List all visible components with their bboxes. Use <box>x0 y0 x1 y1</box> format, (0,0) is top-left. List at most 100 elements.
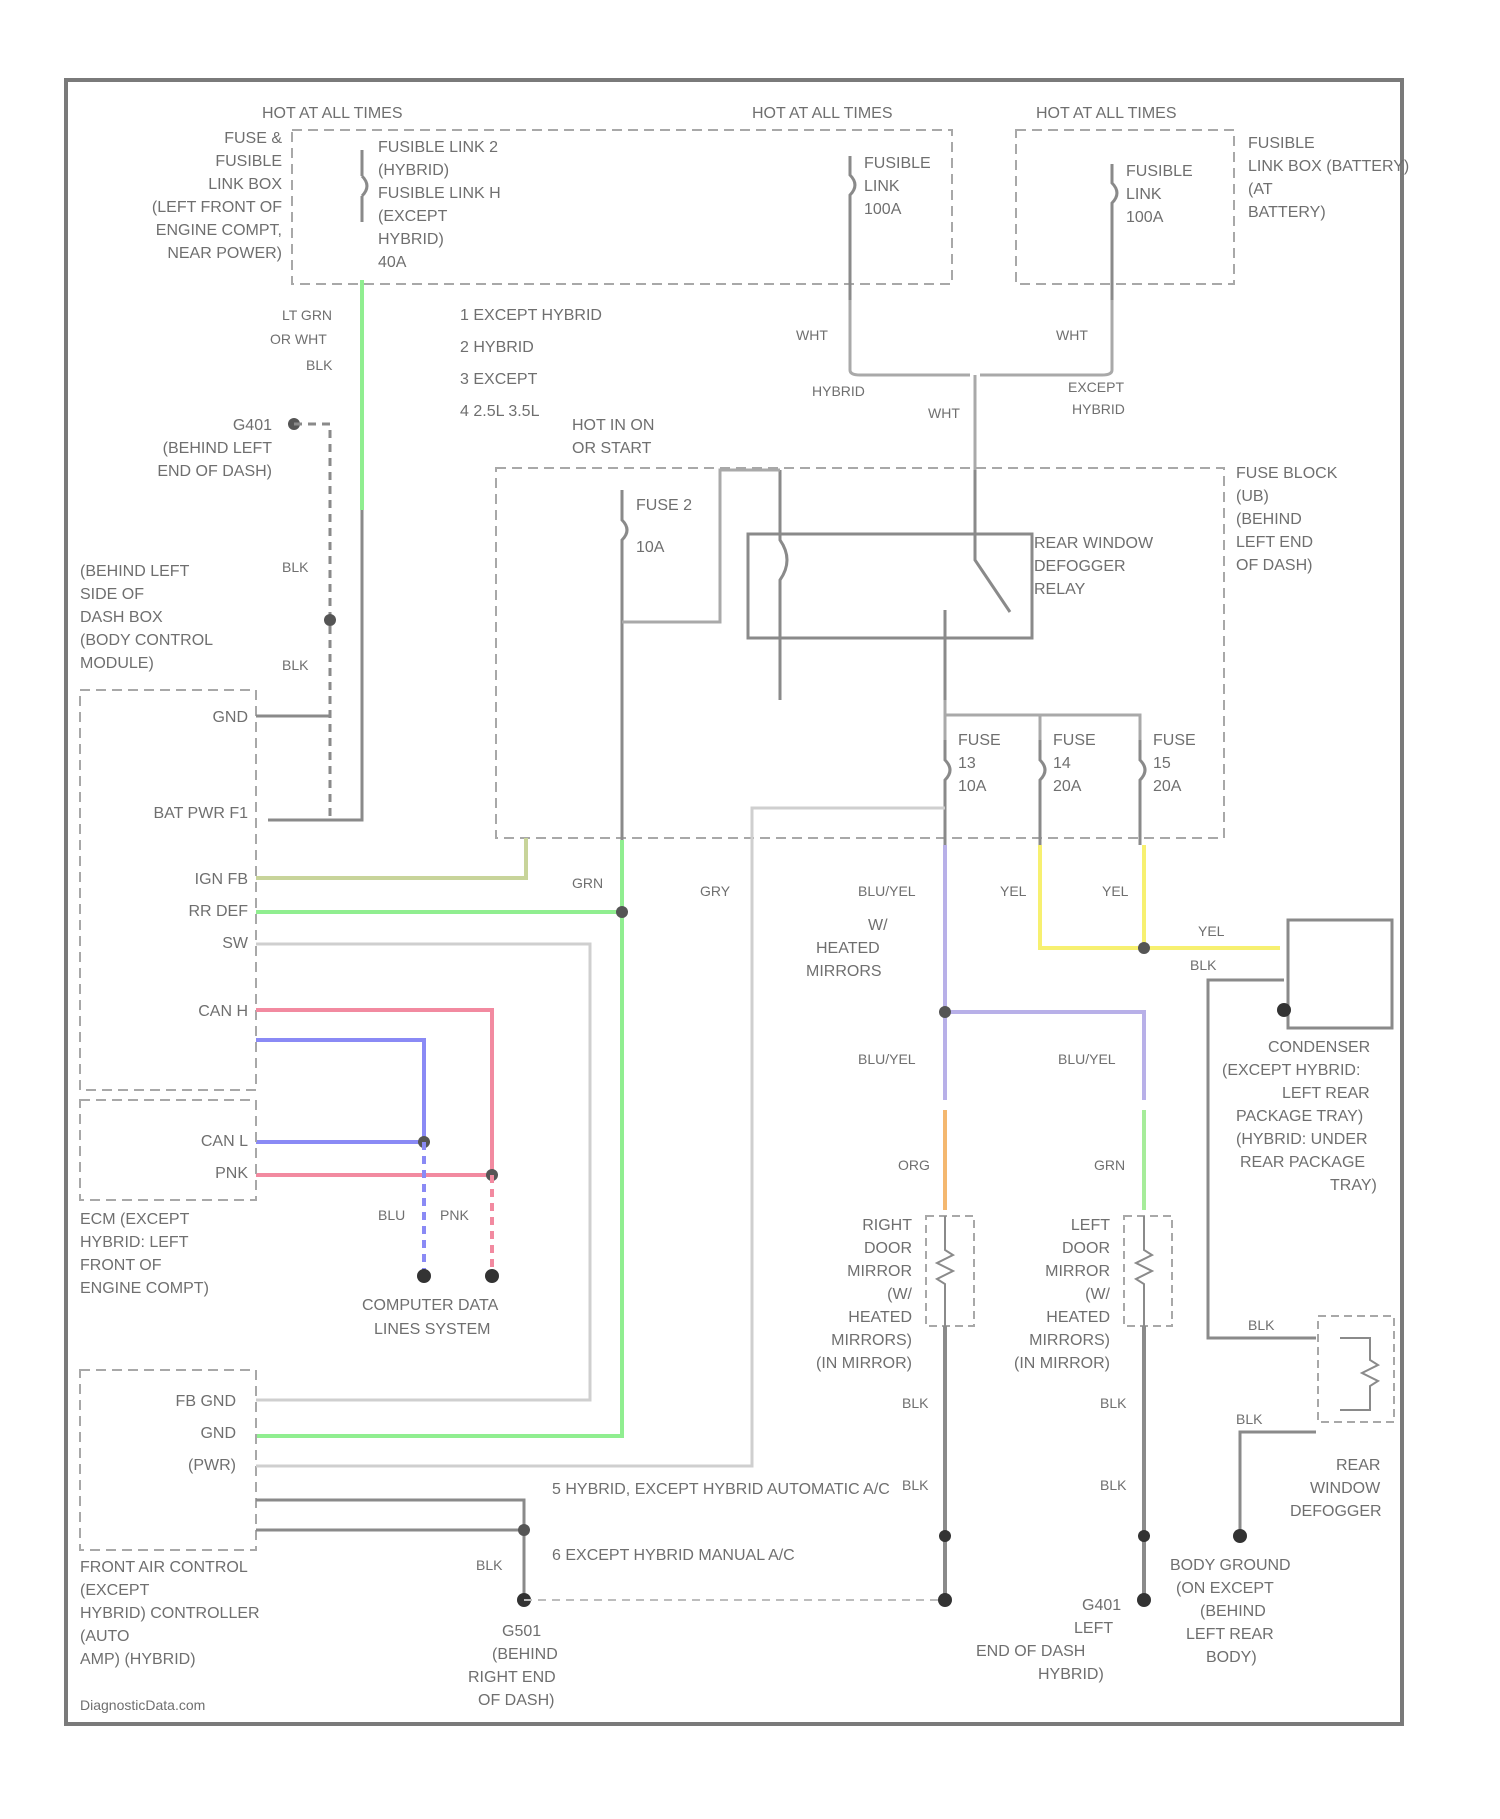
fac-line: (EXCEPT <box>80 1582 150 1599</box>
wire-label-blk: BLK <box>282 657 309 673</box>
fuse-block-line: (BEHIND <box>1236 511 1302 528</box>
wire-label-wht: WHT <box>796 327 828 343</box>
junction <box>417 1269 431 1283</box>
fuse-block-line: (UB) <box>1236 488 1269 505</box>
note-6: 6 EXCEPT HYBRID MANUAL A/C <box>552 1547 795 1564</box>
right-mirror-caption: RIGHT DOOR MIRROR (W/ HEATED MIRRORS) (I… <box>816 1217 913 1372</box>
wire-label-blk: BLK <box>902 1395 929 1411</box>
g501-line: RIGHT END <box>468 1669 556 1686</box>
fuse-14-rating: 20A <box>1053 778 1082 795</box>
fuse-2-label: FUSE 2 <box>636 497 692 514</box>
junction <box>518 1524 530 1536</box>
body-ground-symbol <box>1233 1529 1247 1543</box>
ground-symbol <box>938 1593 952 1607</box>
fac-line: AMP) (HYBRID) <box>80 1651 196 1668</box>
fuse-2-symbol <box>622 490 627 840</box>
g401b-line: HYBRID) <box>1038 1666 1104 1683</box>
except-hybrid-label: HYBRID <box>1072 401 1125 417</box>
left-mirror-line: (IN MIRROR) <box>1014 1355 1110 1372</box>
fuse-14-number: 14 <box>1053 755 1071 772</box>
battery-box-line: FUSIBLE <box>1248 135 1315 152</box>
fusible-link-2-line: FUSIBLE LINK H <box>378 185 501 202</box>
wire-label-blk: BLK <box>1248 1317 1275 1333</box>
battery-box-line: (AT <box>1248 181 1273 198</box>
wire-label-wht: WHT <box>1056 327 1088 343</box>
rear-window-defogger-outline <box>1318 1316 1394 1422</box>
wire-label-blk: BLK <box>1100 1395 1127 1411</box>
fuse-block-line: FUSE BLOCK <box>1236 465 1338 482</box>
wire-label-blu-yel: BLU/YEL <box>858 883 916 899</box>
hot-run-label: HOT IN ON OR START <box>572 417 654 457</box>
ecm-line: HYBRID: LEFT <box>80 1234 189 1251</box>
rear-window-defogger-element <box>1340 1338 1378 1410</box>
fuse-13-label: FUSE <box>958 732 1001 749</box>
left-mirror-line: DOOR <box>1062 1240 1110 1257</box>
g401-label: G401 (BEHIND LEFT END OF DASH) <box>157 417 272 480</box>
bcm-pin-bat: BAT PWR F1 <box>153 805 248 822</box>
watermark: DiagnosticData.com <box>80 1697 205 1713</box>
note-5: 5 HYBRID, EXCEPT HYBRID AUTOMATIC A/C <box>552 1481 890 1498</box>
legend-item: 3 EXCEPT <box>460 371 538 388</box>
fusible-link-2-symbol <box>362 150 367 222</box>
ecm-pin-pnk: PNK <box>215 1165 248 1182</box>
wire-can-h-pink <box>256 1010 492 1175</box>
wire-label-yel: YEL <box>1198 923 1225 939</box>
right-mirror-line: MIRRORS) <box>831 1332 912 1349</box>
g501-label: G501 (BEHIND RIGHT END OF DASH) <box>468 1623 558 1709</box>
relay-line: DEFOGGER <box>1034 558 1126 575</box>
body-ground-line: (BEHIND <box>1200 1603 1266 1620</box>
legend-item: 1 EXCEPT HYBRID <box>460 307 602 324</box>
g501-line: (BEHIND <box>492 1646 558 1663</box>
fusible-link-right-line: FUSIBLE <box>1126 163 1193 180</box>
wire-label-blu-yel: BLU/YEL <box>1058 1051 1116 1067</box>
body-ground-line: (ON EXCEPT <box>1176 1580 1274 1597</box>
fusible-link-mid-line: LINK <box>864 178 900 195</box>
fusible-link-right-line: 100A <box>1126 209 1164 226</box>
fusible-link-mid-line: FUSIBLE <box>864 155 931 172</box>
relay-line: RELAY <box>1034 581 1086 598</box>
g501-line: G501 <box>502 1623 541 1640</box>
condenser-line: CONDENSER <box>1268 1039 1370 1056</box>
bcm-line: (BEHIND LEFT <box>80 563 190 580</box>
hot-run-line: HOT IN ON <box>572 417 654 434</box>
hot-label-2: HOT AT ALL TIMES <box>752 105 893 122</box>
ecm-line: ECM (EXCEPT <box>80 1211 190 1228</box>
g501-line: OF DASH) <box>478 1692 554 1709</box>
fusible-box-caption-line: LINK BOX <box>208 176 282 193</box>
fuse-15-number: 15 <box>1153 755 1171 772</box>
junction <box>1138 942 1150 954</box>
hot-label-1: HOT AT ALL TIMES <box>262 105 403 122</box>
bcm-line: (BODY CONTROL <box>80 632 213 649</box>
legend-item: 2 HYBRID <box>460 339 534 356</box>
legend-item: 4 2.5L 3.5L <box>460 403 540 420</box>
wire-label-org: ORG <box>898 1157 930 1173</box>
battery-box-caption: FUSIBLE LINK BOX (BATTERY) (AT BATTERY) <box>1248 135 1409 221</box>
fusible-link-2-line: 40A <box>378 254 407 271</box>
heated-mirrors-line: HEATED <box>816 940 880 957</box>
fusible-link-mid-label: FUSIBLE LINK 100A <box>864 155 931 218</box>
right-mirror-heater-outline <box>926 1216 974 1326</box>
hot-label-3: HOT AT ALL TIMES <box>1036 105 1177 122</box>
junction <box>939 1006 951 1018</box>
except-hybrid-label: EXCEPT <box>1068 379 1124 395</box>
wire-label-blk: BLK <box>1190 957 1217 973</box>
fusible-box-caption-line: (LEFT FRONT OF <box>152 199 282 216</box>
junction <box>939 1530 951 1542</box>
condenser-caption: CONDENSER (EXCEPT HYBRID: LEFT REAR PACK… <box>1222 1039 1377 1194</box>
fusible-link-right-line: LINK <box>1126 186 1162 203</box>
wire-can-l-blue <box>256 1040 424 1142</box>
defogger-caption: REAR WINDOW DEFOGGER <box>1290 1457 1382 1520</box>
fusible-link-mid-line: 100A <box>864 201 902 218</box>
legend: 1 EXCEPT HYBRID 2 HYBRID 3 EXCEPT 4 2.5L… <box>460 307 602 420</box>
wire-label-pnk: PNK <box>440 1207 469 1223</box>
bcm-line: SIDE OF <box>80 586 144 603</box>
right-mirror-heater-element <box>937 1216 953 1326</box>
fusible-link-2-line: FUSIBLE LINK 2 <box>378 139 498 156</box>
wire-label-blk: BLK <box>902 1477 929 1493</box>
g401b-line: LEFT <box>1074 1620 1113 1637</box>
ecm-outline <box>80 1100 256 1200</box>
left-mirror-line: MIRROR <box>1045 1263 1110 1280</box>
wire-ign-fb <box>256 838 526 878</box>
bcm-pin-rrdef: RR DEF <box>188 903 248 920</box>
